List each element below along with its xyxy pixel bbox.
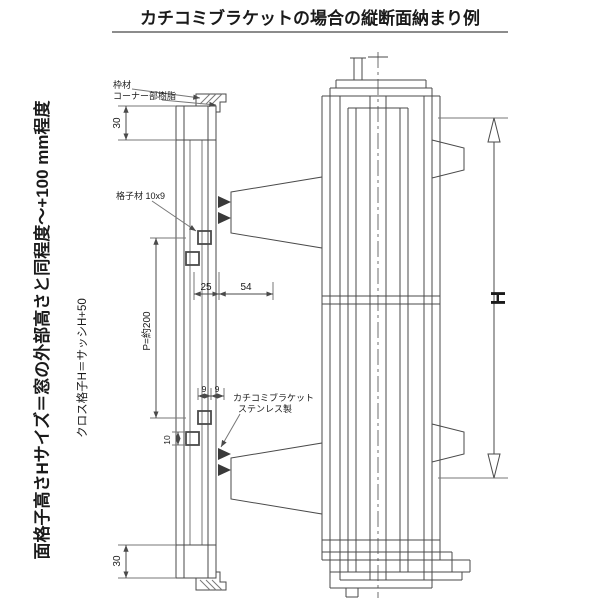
dim-top-30: 30 — [112, 117, 123, 129]
label-frame-material: 枠材 — [113, 79, 131, 90]
lattice-bar-top-a — [197, 230, 212, 245]
lattice-bar-bottom-b — [185, 431, 200, 446]
dim-H: H — [488, 291, 510, 305]
lattice-bar-bottom-a — [197, 410, 212, 425]
h-dimension — [438, 117, 508, 479]
label-bracket-spec: ステンレス製 — [238, 403, 292, 414]
dim-9-left: 9 — [202, 384, 207, 394]
bracket-claw-icon — [218, 464, 231, 476]
glazing-tab-bottom — [431, 423, 465, 463]
note-lattice-height: 面格子高さHサイズ＝窓の外部高さと同程度～+100 mm程度 — [32, 99, 52, 559]
dim-10: 10 — [162, 435, 172, 445]
label-lattice-material: 格子材 10x9 — [116, 190, 165, 201]
diagram-title: カチコミブラケットの場合の縦断面納まり例 — [140, 8, 480, 28]
dim-54: 54 — [240, 282, 252, 293]
lattice-bar-top-b — [185, 251, 200, 266]
bracket-claw-icon — [218, 448, 231, 460]
sash-section — [321, 56, 471, 598]
dim-9-right: 9 — [215, 384, 220, 394]
dim-bottom-30: 30 — [112, 555, 123, 567]
bracket-claw-icon — [218, 196, 231, 208]
note-cross-lattice: クロス格子H＝サッシH+50 — [75, 298, 89, 438]
callout-leaders — [131, 88, 241, 448]
lattice-frame-section — [175, 93, 231, 591]
label-bracket-name: カチコミブラケット — [233, 392, 314, 403]
bracket-trapezoids — [230, 176, 323, 515]
bracket-claw-icon — [218, 212, 231, 224]
label-corner-resin: コーナー部樹脂 — [113, 90, 176, 101]
dimension-lines — [118, 105, 274, 579]
glazing-tab-top — [431, 139, 465, 179]
dim-25: 25 — [200, 282, 212, 293]
dim-pitch: P=約200 — [140, 311, 153, 351]
